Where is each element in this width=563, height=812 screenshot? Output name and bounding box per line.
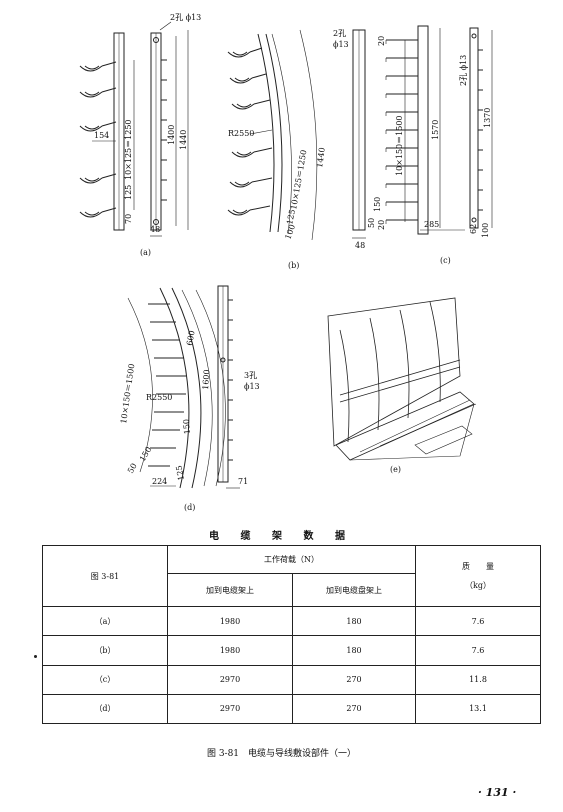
fig-a-70: 70 [124, 214, 133, 224]
fig-c-hole2: ϕ13 [333, 40, 349, 49]
fig-a-1440: 1440 [179, 130, 188, 150]
table-header-mass-label: 质 量 [462, 562, 494, 572]
cable-rack-data-table: 图 3-81 工作荷载（N） 质 量 （kg） 加到电缆架上 加到电缆盘架上 （… [42, 544, 541, 725]
fig-d-600: 600 [185, 330, 197, 347]
fig-c-hole-side: 2孔 ϕ13 [459, 55, 468, 86]
fig-c-48: 48 [355, 241, 365, 250]
fig-d-50: 50 [126, 462, 139, 475]
fig-c-hole: 2孔 [333, 29, 346, 38]
fig-c-1570: 1570 [431, 120, 440, 140]
table-cell-fig: （b） [42, 635, 168, 666]
fig-c-50: 50 [367, 218, 376, 228]
table-row: （b） 1980 180 7.6 [42, 635, 541, 666]
figure-3-81-drawings: (a) 2孔 ϕ13 10×125＝1250 1400 1440 154 125… [79, 13, 493, 512]
fig-d-label: (d) [184, 503, 195, 512]
table-cell-tray-rack: 270 [292, 664, 416, 695]
fig-b-125: 125 [285, 209, 297, 226]
fig-a-hole: 2孔 ϕ13 [170, 13, 201, 22]
fig-c-62: 62 [469, 224, 478, 234]
table-subheader-tray-rack: 加到电缆盘架上 [292, 573, 416, 608]
fig-a-154: 154 [94, 131, 109, 140]
fig-a-1400: 1400 [167, 125, 176, 145]
table-cell-tray-rack: 270 [292, 693, 416, 725]
table-cell-mass: 7.6 [415, 606, 541, 637]
table-row: （d） 2970 270 13.1 [42, 693, 541, 725]
table-cell-fig: （a） [42, 606, 168, 637]
fig-d-224: 224 [152, 477, 167, 486]
fig-d-71: 71 [238, 477, 248, 486]
table-cell-cable-rack: 1980 [167, 635, 293, 666]
fig-d-hole2: ϕ13 [244, 382, 260, 391]
fig-d-pitch: 10×150＝1500 [119, 363, 136, 424]
fig-a-label: (a) [140, 248, 151, 257]
fig-d-hole: 3孔 [244, 371, 257, 380]
table-cell-cable-rack: 2970 [167, 693, 293, 725]
table-title: 电 缆 架 数 据 [209, 531, 354, 542]
table-cell-cable-rack: 1980 [167, 606, 293, 637]
fig-c-20b: 20 [377, 220, 386, 230]
fig-c-285: 285 [424, 220, 439, 229]
table-row: （a） 1980 180 7.6 [42, 606, 541, 637]
fig-c-1370: 1370 [483, 108, 492, 128]
fig-c-pitch: 10×150＝1500 [395, 115, 404, 176]
fig-b-1440: 1440 [315, 147, 327, 168]
fig-d-1600: 1600 [201, 369, 211, 390]
table-header-figure: 图 3-81 [42, 544, 168, 608]
page-number: · 131 · [478, 786, 517, 799]
table-cell-mass: 13.1 [415, 693, 541, 725]
table-header-load: 工作荷载（N） [167, 544, 416, 575]
fig-c-150: 150 [373, 197, 382, 212]
table-subheader-cable-rack: 加到电缆架上 [167, 573, 293, 608]
drawing-b [227, 29, 318, 241]
drawing-c [352, 25, 493, 239]
table-header-mass: 质 量 （kg） [415, 544, 541, 608]
fig-d-radius: R2550 [146, 393, 172, 402]
fig-b-pitch: 10×125＝1250 [289, 149, 308, 210]
table-cell-fig: （c） [42, 664, 168, 695]
table-cell-cable-rack: 2970 [167, 664, 293, 695]
table-cell-tray-rack: 180 [292, 635, 416, 666]
fig-b-100: 100 [283, 223, 297, 240]
drawing-labels: (a) 2孔 ϕ13 10×125＝1250 1400 1440 154 125… [94, 13, 492, 512]
table-header-mass-unit: （kg） [465, 581, 491, 591]
fig-b-label: (b) [288, 261, 299, 270]
drawing-d [127, 285, 240, 489]
figure-caption: 图 3-81 电缆与导线敷设部件（一） [206, 749, 357, 759]
margin-mark [34, 655, 37, 658]
table-cell-mass: 11.8 [415, 664, 541, 695]
fig-e-label: (e) [390, 465, 401, 474]
table-cell-tray-rack: 180 [292, 606, 416, 637]
fig-d-150a: 150 [182, 419, 192, 435]
fig-c-label: (c) [440, 256, 451, 265]
fig-c-20a: 20 [377, 36, 386, 46]
table-cell-fig: （d） [42, 693, 168, 725]
fig-b-radius: R2550 [228, 129, 254, 138]
fig-a-125: 125 [124, 185, 133, 200]
drawing-a [79, 21, 189, 237]
table-row: （c） 2970 270 11.8 [42, 664, 541, 695]
fig-a-48: 48 [150, 225, 160, 234]
fig-a-pitch: 10×125＝1250 [124, 119, 133, 180]
fig-c-100: 100 [481, 223, 490, 238]
drawing-e [327, 297, 477, 461]
table-cell-mass: 7.6 [415, 635, 541, 666]
fig-d-125: 125 [174, 465, 186, 482]
